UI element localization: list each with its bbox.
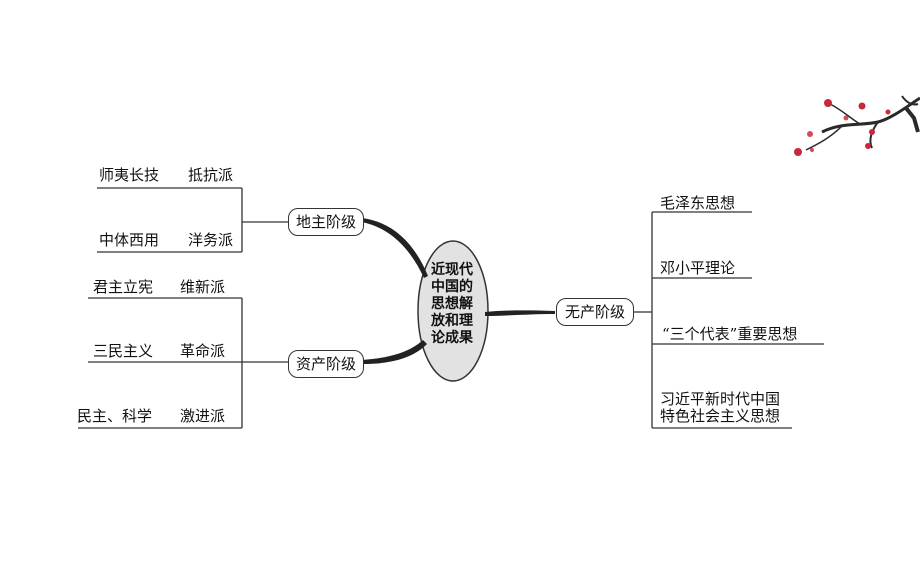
landlord-idea-2: 中体西用: [99, 231, 160, 249]
proletariat-branch-lines: [634, 211, 824, 429]
center-node-ellipse: [417, 240, 489, 382]
center-line-4: 放和理: [431, 313, 473, 329]
bourgeois-idea-3: 民主、科学: [77, 407, 153, 425]
proletariat-theory-3: “三个代表”重要思想: [662, 325, 798, 343]
bourgeois-school-2: 革命派: [180, 342, 226, 360]
bourgeois-idea-1: 君主立宪: [93, 278, 154, 296]
bourgeois-idea-2: 三民主义: [93, 342, 154, 360]
proletariat-theory-1: 毛泽东思想: [660, 194, 736, 212]
landlord-idea-1: 师夷长技: [99, 166, 160, 184]
proletariat-theory-4-line2: 特色社会主义思想: [660, 407, 781, 425]
connector-bourgeois: [362, 340, 427, 364]
center-line-1: 近现代: [431, 262, 473, 278]
center-line-3: 思想解: [431, 296, 473, 312]
plum-blossom-decoration: [794, 95, 920, 156]
proletariat-theory-2: 邓小平理论: [660, 259, 736, 277]
connector-proletariat: [485, 310, 555, 316]
connector-landlord: [362, 218, 428, 278]
center-line-5: 论成果: [431, 330, 473, 346]
bourgeois-school-1: 维新派: [180, 278, 226, 296]
landlord-school-2: 洋务派: [188, 231, 234, 249]
bourgeois-school-3: 激进派: [180, 407, 226, 425]
bourgeois-branch-lines: [78, 297, 288, 429]
node-landlord-class: 地主阶级: [288, 208, 364, 236]
center-line-2: 中国的: [431, 279, 473, 295]
node-proletariat-class: 无产阶级: [556, 298, 634, 326]
landlord-branch-lines: [97, 187, 288, 253]
proletariat-theory-4-line1: 习近平新时代中国: [660, 390, 781, 408]
node-bourgeois-class: 资产阶级: [288, 350, 364, 378]
landlord-school-1: 抵抗派: [188, 166, 234, 184]
center-node-title: 近现代 中国的 思想解 放和理 论成果: [420, 262, 484, 347]
